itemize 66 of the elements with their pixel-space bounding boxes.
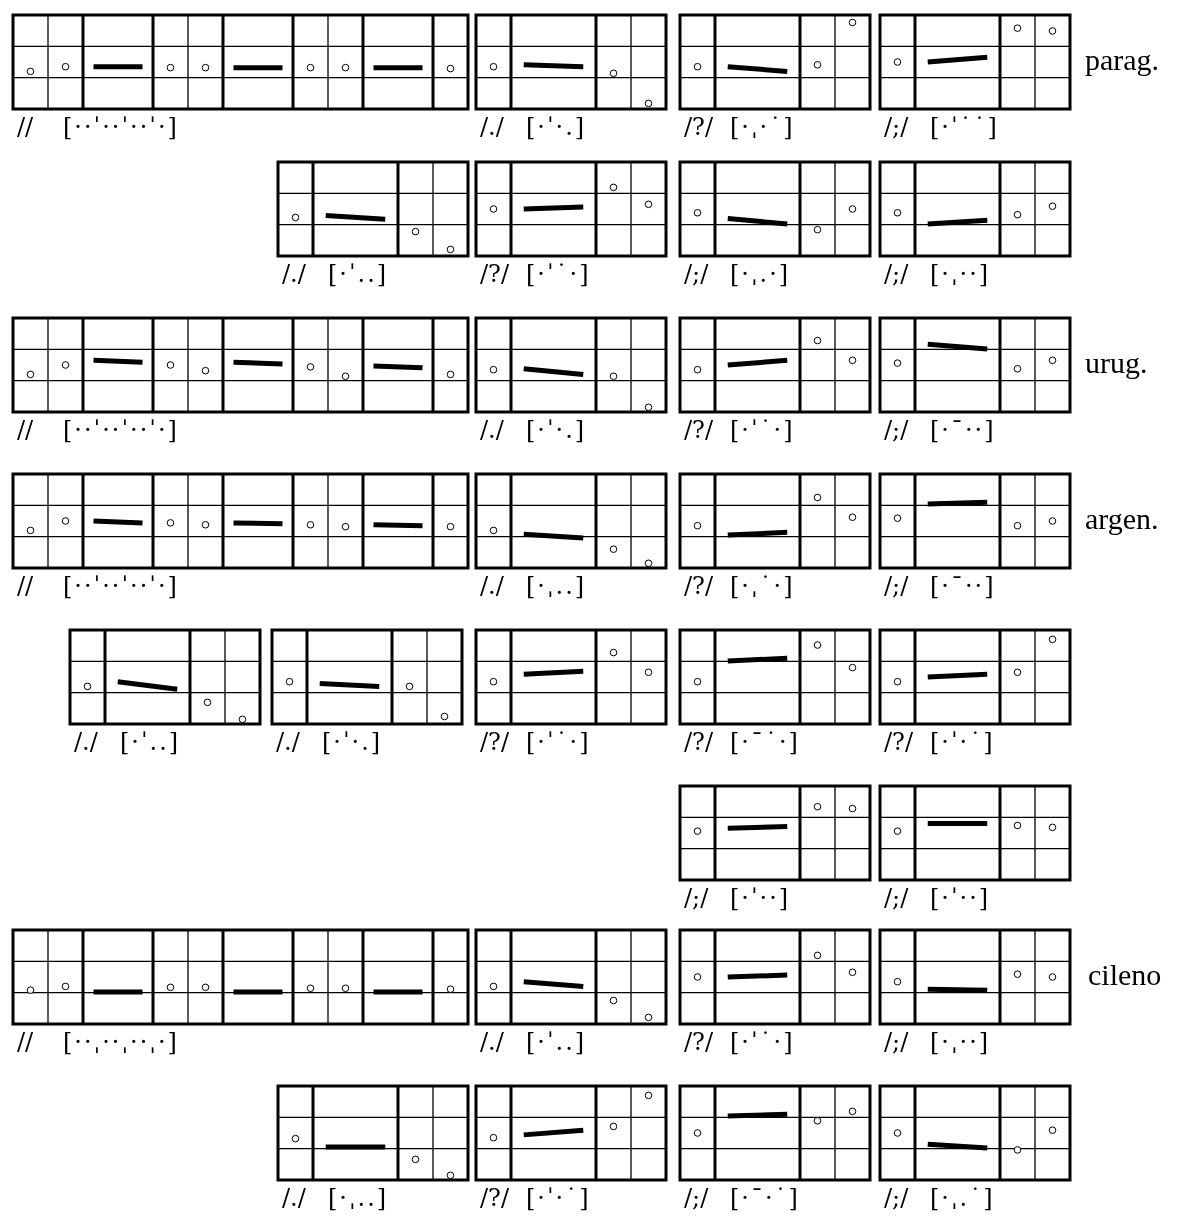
contour-label: /./ [480,574,504,598]
transcription-label: [·ˌ..] [526,574,587,598]
contour-label: /./ [74,730,98,754]
contour-label: /;/ [884,574,909,598]
dialect-label: cileno [1088,960,1162,990]
contour-label: /./ [480,115,504,139]
transcription-label: [·ˌ..] [328,1186,389,1210]
contour-label: /;/ [684,262,709,286]
contour-label: /./ [480,418,504,442]
transcription-label: [·ˉ·˙] [730,1186,800,1210]
transcription-label: [·ˈ·˙] [526,1186,591,1210]
transcription-label: [··ˈ··ˈ··ˈ·] [63,574,179,598]
transcription-label: [·ˌ··] [930,1030,991,1054]
transcription-label: [·ˉ··] [930,574,996,598]
contour-label: /./ [276,730,300,754]
contour-label: // [17,115,34,139]
contour-label: /?/ [684,115,714,139]
transcription-label: [·ˈ..] [120,730,181,754]
contour-label: // [17,1030,34,1054]
contour-label: /./ [282,262,306,286]
dialect-label: parag. [1085,45,1160,75]
contour-label: /;/ [884,886,909,910]
contour-label: /;/ [684,886,709,910]
transcription-label: [·ˈ·.] [526,418,587,442]
contour-label: /?/ [480,1186,510,1210]
transcription-label: [·ˈ..] [526,1030,587,1054]
contour-label: /?/ [684,574,714,598]
contour-label: /;/ [884,115,909,139]
transcription-label: [·ˈ··] [930,886,991,910]
contour-label: /?/ [684,418,714,442]
transcription-label: [·ˌ.·] [730,262,791,286]
transcription-label: [·ˈ·.] [322,730,383,754]
contour-label: /;/ [884,418,909,442]
contour-label: /?/ [480,730,510,754]
transcription-label: [··ˈ··ˈ··ˈ·] [63,418,179,442]
contour-label: /?/ [684,730,714,754]
transcription-label: [·ˈ··] [730,886,791,910]
transcription-label: [·ˈ˙·] [730,1030,795,1054]
transcription-label: [·ˌ··] [930,262,991,286]
transcription-label: [·ˌ·˙] [730,115,795,139]
transcription-label: [··ˌ··ˌ··ˌ·] [63,1030,179,1054]
transcription-label: [·ˈ·.] [526,115,587,139]
transcription-label: [·ˈ˙˙] [930,115,999,139]
contour-label: /?/ [480,262,510,286]
transcription-label: [·ˈ˙·] [526,262,591,286]
dialect-label: urug. [1085,348,1148,378]
transcription-label: [··ˈ··ˈ··ˈ·] [63,115,179,139]
contour-label: /;/ [884,1186,909,1210]
contour-label: // [17,574,34,598]
transcription-label: [·ˈ..] [328,262,389,286]
contour-label: /./ [480,1030,504,1054]
transcription-label: [·ˉ··] [930,418,996,442]
contour-label: /;/ [884,1030,909,1054]
transcription-label: [·ˈ˙·] [526,730,591,754]
contour-label: // [17,418,34,442]
transcription-label: [·ˉ˙·] [730,730,800,754]
transcription-label: [·ˈ˙·] [730,418,795,442]
contour-label: /;/ [884,262,909,286]
transcription-label: [·ˌ.˙] [930,1186,995,1210]
contour-label: /?/ [884,730,914,754]
contour-label: /;/ [684,1186,709,1210]
contour-label: /?/ [684,1030,714,1054]
transcription-label: [·ˌ˙·] [730,574,795,598]
contour-label: /./ [282,1186,306,1210]
dialect-label: argen. [1085,504,1159,534]
transcription-label: [·ˈ·˙] [930,730,995,754]
